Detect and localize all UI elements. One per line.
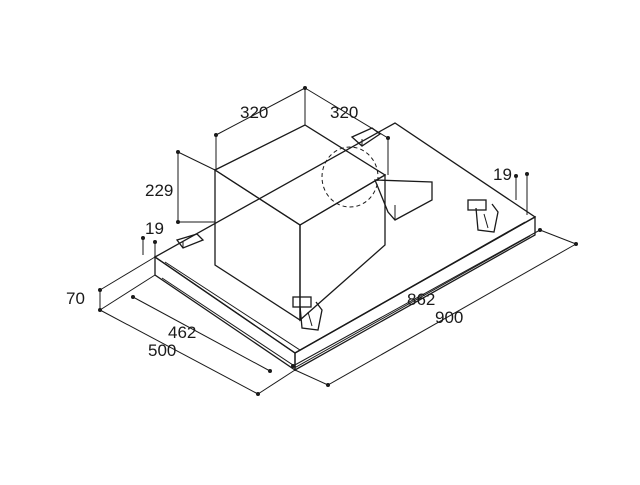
ext-229-top xyxy=(177,151,216,171)
outlet-duct xyxy=(321,146,433,221)
panel-inner-edge xyxy=(164,221,526,351)
dot-19-left-b xyxy=(153,240,157,244)
mounting-brackets xyxy=(175,127,499,331)
dot-229-top xyxy=(176,150,180,154)
dot-462-a xyxy=(131,295,135,299)
dot-320-left-a xyxy=(214,133,218,137)
dot-19-right-b xyxy=(525,172,529,176)
chimney-box xyxy=(213,124,387,322)
dot-70-top xyxy=(98,288,102,292)
dim-line-462 xyxy=(132,296,271,372)
front-bracket-body xyxy=(299,301,323,331)
label-229: 229 xyxy=(145,181,173,200)
right-bracket-body xyxy=(475,203,499,233)
right-bracket-top xyxy=(467,199,487,211)
front-bracket-top xyxy=(292,296,312,308)
dot-462-b xyxy=(268,369,272,373)
dim-line-320-left xyxy=(215,87,306,136)
dot-320-right xyxy=(386,136,390,140)
dimension-labels: 320 320 229 19 19 70 462 500 862 900 xyxy=(66,103,512,360)
dimension-lines xyxy=(98,86,578,396)
back-bracket-shape xyxy=(350,127,382,147)
dim-line-900 xyxy=(327,243,577,386)
label-320-left: 320 xyxy=(240,103,268,122)
label-862: 862 xyxy=(407,290,435,309)
dim-line-862 xyxy=(292,229,541,367)
front-bracket-slot xyxy=(307,311,313,327)
right-bracket xyxy=(467,199,499,233)
dim-line-320-right xyxy=(304,87,389,139)
ext-900-left xyxy=(294,369,329,386)
panel-top-face xyxy=(153,122,537,354)
outlet-circle xyxy=(321,146,379,208)
chimney-front-left xyxy=(214,168,301,322)
label-19-left: 19 xyxy=(145,219,164,238)
label-70: 70 xyxy=(66,289,85,308)
ext-500 xyxy=(257,369,296,395)
left-bracket xyxy=(175,233,205,249)
hood-panel xyxy=(153,122,537,372)
duct-box xyxy=(374,179,433,221)
ext-70-bottom xyxy=(99,274,156,311)
label-320-right: 320 xyxy=(330,103,358,122)
dot-862-a xyxy=(291,364,295,368)
dot-19-right-a xyxy=(514,174,518,178)
label-462: 462 xyxy=(168,323,196,342)
label-19-right: 19 xyxy=(493,165,512,184)
dot-229-bottom xyxy=(176,220,180,224)
front-bracket xyxy=(292,296,323,331)
right-bracket-slot xyxy=(483,213,489,229)
left-bracket-shape xyxy=(175,233,205,249)
dim-line-500 xyxy=(99,309,259,395)
ext-70-top xyxy=(99,256,156,291)
ext-900-right xyxy=(539,229,577,245)
back-bracket xyxy=(350,127,382,147)
label-500: 500 xyxy=(148,341,176,360)
dot-19-left-a xyxy=(141,236,145,240)
panel-bottom-edge xyxy=(161,235,531,368)
chimney-front-right xyxy=(299,173,386,322)
label-900: 900 xyxy=(435,308,463,327)
